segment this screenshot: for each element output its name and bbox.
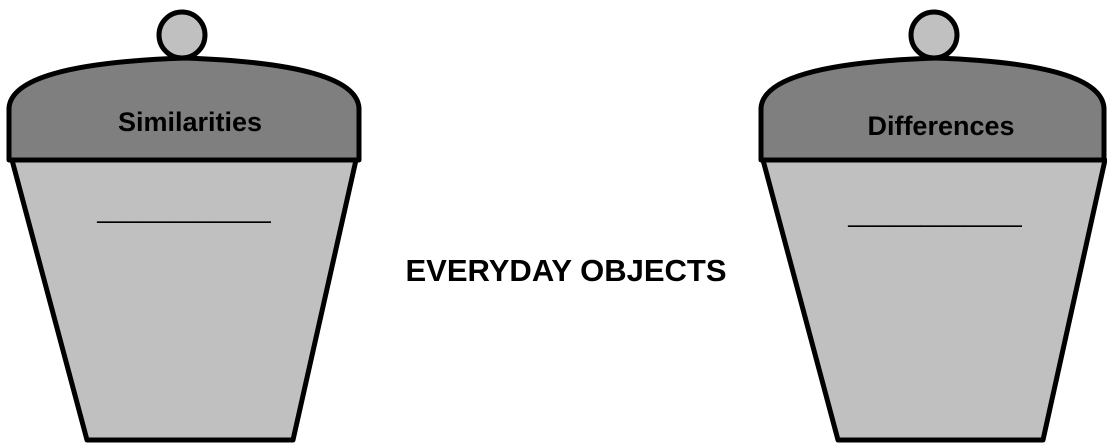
jar-lid bbox=[761, 58, 1104, 160]
jar-knob bbox=[911, 12, 957, 58]
jar-label-differences: Differences bbox=[867, 111, 1014, 141]
jar-blank-line: ____________ bbox=[96, 194, 271, 224]
jar-blank-line: ____________ bbox=[847, 198, 1022, 228]
jar-knob bbox=[159, 12, 205, 58]
jar-similarities: Similarities ____________ bbox=[9, 12, 359, 440]
jar-label-similarities: Similarities bbox=[118, 107, 262, 137]
center-title: EVERYDAY OBJECTS bbox=[405, 253, 726, 288]
jar-differences: Differences ____________ bbox=[761, 12, 1105, 440]
